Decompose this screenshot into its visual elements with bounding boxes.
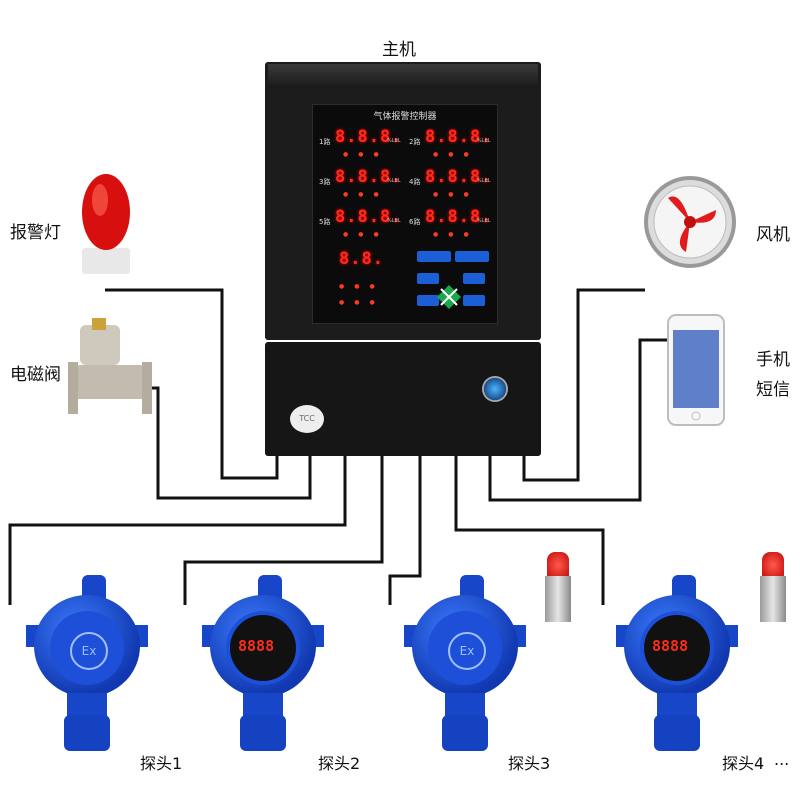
brand-logo: TCC: [290, 405, 324, 433]
panel-button[interactable]: [463, 273, 485, 284]
channel-display: 8.8.8.: [425, 207, 493, 227]
channel-display: 8.8.8.: [425, 167, 493, 187]
probe2-label: 探头2: [318, 754, 361, 773]
wire-probe1: [8, 456, 347, 605]
channel-display: 8.8.8.: [425, 127, 493, 147]
wire-phone: [488, 338, 668, 502]
detector-1: Ex: [22, 565, 152, 755]
phone-icon: [667, 314, 725, 426]
status-dots: ●●●: [339, 299, 385, 306]
panel-button[interactable]: [463, 295, 485, 306]
wire-alarm-light: [105, 288, 279, 480]
detector-alarm-light-icon: [760, 552, 786, 622]
status-dots: ●●●: [343, 151, 389, 158]
unit-label: %LEL: [387, 218, 401, 224]
panel-button[interactable]: [417, 251, 451, 262]
ex-mark: Ex: [448, 632, 486, 670]
probe3-label: 探头3: [508, 754, 551, 773]
wire-probe2: [183, 456, 384, 605]
phone-label: 手机: [756, 350, 790, 370]
unit-label: %LEL: [477, 138, 491, 144]
panel-button[interactable]: [455, 251, 489, 262]
alarm-light-icon: [82, 174, 130, 274]
panel-title: 气体报警控制器: [373, 112, 437, 122]
status-dots: ●●●: [433, 231, 479, 238]
fan-label: 风机: [756, 225, 790, 245]
detector-2: 8888: [198, 565, 328, 755]
wire-probe3: [388, 456, 422, 605]
detector-alarm-light-icon: [545, 552, 571, 622]
solenoid-valve-icon: [68, 318, 152, 414]
unit-label: %LEL: [387, 138, 401, 144]
channel-label: 2路: [409, 138, 421, 146]
status-dots: ●●●: [339, 283, 385, 290]
panel-button[interactable]: [417, 295, 439, 306]
probe4-label: 探头4: [722, 754, 765, 773]
direction-pad-icon[interactable]: [437, 285, 461, 309]
key-lock-icon[interactable]: [482, 376, 508, 402]
channel-label: 1路: [319, 138, 331, 146]
status-dots: ●●●: [433, 151, 479, 158]
channel-label: 5路: [319, 218, 331, 226]
unit-label: %LEL: [387, 178, 401, 184]
status-dots: ●●●: [433, 191, 479, 198]
host-cabinet-bevel: [268, 64, 538, 88]
status-dots: ●●●: [343, 191, 389, 198]
fan-icon: [644, 176, 736, 268]
valve-label: 电磁阀: [10, 365, 61, 385]
channel-display: 8.8.8.: [335, 127, 403, 147]
channel-label: 6路: [409, 218, 421, 226]
channel-display: 8.8.8.: [335, 167, 403, 187]
channel-label: 4路: [409, 178, 421, 186]
status-dots: ●●●: [343, 231, 389, 238]
ex-mark: Ex: [70, 632, 108, 670]
detector-4: 8888: [612, 565, 742, 755]
panel-button[interactable]: [417, 273, 439, 284]
detector-display: 8888: [652, 637, 689, 655]
wire-valve: [148, 386, 312, 500]
alarm-light-label: 报警灯: [10, 223, 61, 243]
wire-fan: [522, 288, 645, 482]
detector-3: Ex: [400, 565, 530, 755]
unit-label: %LEL: [477, 178, 491, 184]
sms-label: 短信: [756, 380, 790, 400]
unit-label: %LEL: [477, 218, 491, 224]
probe1-label: 探头1: [140, 754, 183, 773]
channel-label: 3路: [319, 178, 331, 186]
detector-display: 8888: [238, 637, 275, 655]
more-probes-label: ...: [774, 750, 790, 769]
control-panel: 气体报警控制器 1路 8.8.8. %LEL ●●● 2路 8.8.8. %LE…: [312, 104, 498, 324]
small-display: 8.8.: [339, 249, 384, 269]
host-label: 主机: [382, 40, 416, 60]
channel-display: 8.8.8.: [335, 207, 403, 227]
wire-probe4: [454, 456, 605, 605]
